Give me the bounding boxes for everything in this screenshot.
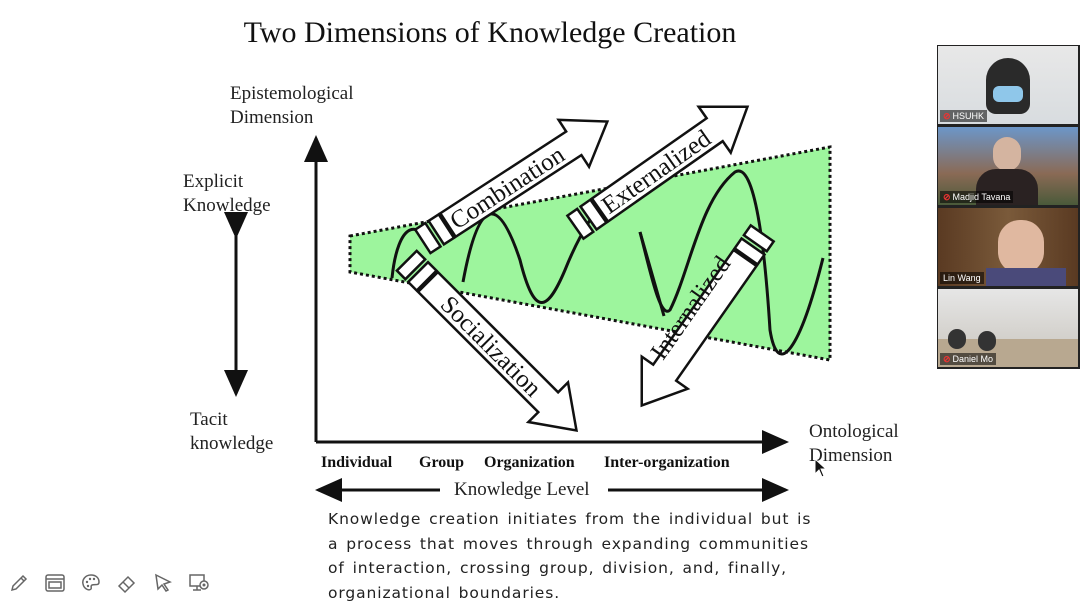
- tacit-knowledge-label: Tacit knowledge: [190, 408, 273, 456]
- level-organization: Organization: [484, 454, 575, 471]
- pencil-icon[interactable]: [6, 570, 32, 596]
- participant-video-panel: ⊘HSUHK ⊘Madjid Tavana Lin Wang ⊘Daniel M…: [937, 45, 1080, 369]
- participant-tile[interactable]: ⊘HSUHK: [938, 46, 1078, 124]
- x-axis-label: Ontological Dimension: [809, 420, 899, 468]
- muted-mic-icon: ⊘: [943, 111, 951, 121]
- level-individual: Individual: [321, 454, 393, 471]
- explicit-line2: Knowledge: [183, 195, 271, 216]
- pointer-icon[interactable]: [150, 570, 176, 596]
- y-axis-label: Epistemological Dimension: [230, 82, 353, 130]
- explicit-knowledge-label: Explicit Knowledge: [183, 170, 271, 218]
- participant-tile[interactable]: ⊘Madjid Tavana: [938, 127, 1078, 205]
- slide-caption: Knowledge creation initiates from the in…: [328, 510, 812, 602]
- screen-share-icon[interactable]: [186, 570, 212, 596]
- level-group: Group: [419, 454, 465, 471]
- eraser-icon[interactable]: [114, 570, 140, 596]
- muted-mic-icon: ⊘: [943, 192, 951, 202]
- mouse-cursor-icon: [814, 458, 828, 478]
- participant-name: Lin Wang: [940, 272, 984, 284]
- slide-title: Two Dimensions of Knowledge Creation: [243, 16, 737, 49]
- y-axis-label-line1: Epistemological: [230, 83, 354, 104]
- whiteboard-icon[interactable]: [42, 570, 68, 596]
- muted-mic-icon: ⊘: [943, 354, 951, 364]
- tacit-line1: Tacit: [190, 409, 228, 430]
- palette-icon[interactable]: [78, 570, 104, 596]
- participant-name: ⊘HSUHK: [940, 110, 988, 122]
- x-axis-label-line1: Ontological: [809, 421, 899, 442]
- level-inter-organization: Inter-organization: [604, 454, 730, 471]
- knowledge-level-label: Knowledge Level: [448, 479, 596, 501]
- x-axis-label-line2: Dimension: [809, 445, 893, 466]
- annotation-toolbar: [6, 570, 212, 596]
- participant-name: ⊘Daniel Mo: [940, 353, 997, 365]
- participant-tile[interactable]: ⊘Daniel Mo: [938, 289, 1078, 367]
- tacit-line2: knowledge: [190, 433, 274, 454]
- socialization-label: Socialization: [435, 291, 547, 403]
- participant-name: ⊘Madjid Tavana: [940, 191, 1014, 203]
- explicit-line1: Explicit: [183, 171, 244, 192]
- y-axis-label-line2: Dimension: [230, 107, 314, 128]
- participant-tile[interactable]: Lin Wang: [938, 208, 1078, 286]
